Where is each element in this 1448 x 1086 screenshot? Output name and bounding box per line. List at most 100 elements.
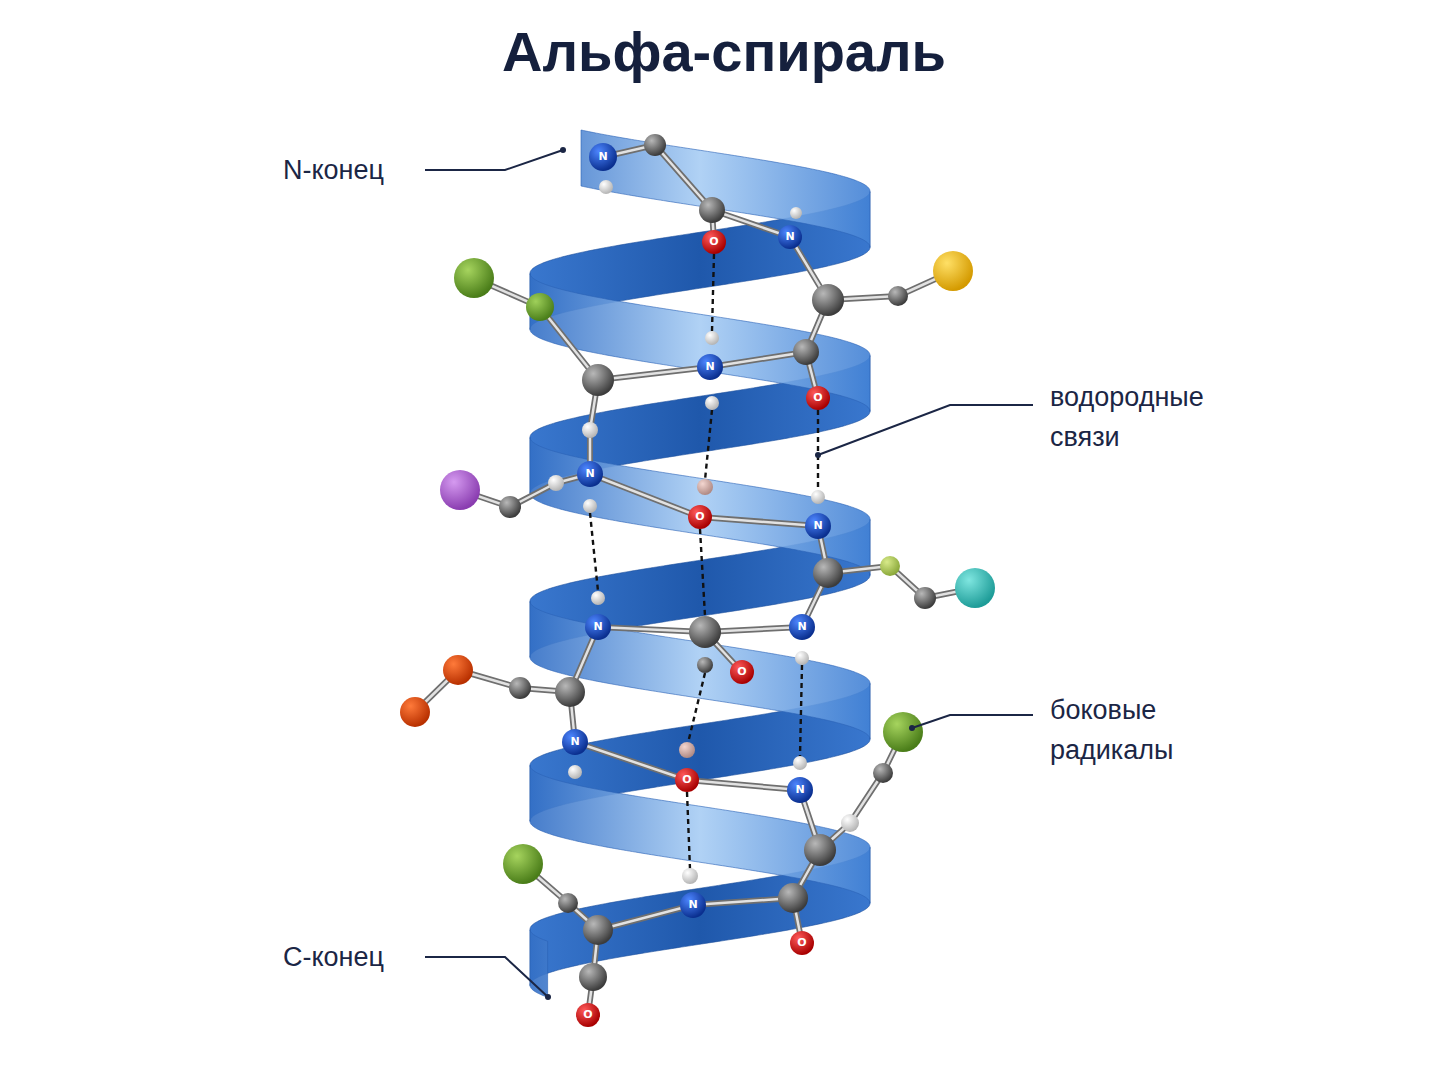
bond-highlight <box>687 780 800 790</box>
leader-dot <box>560 147 566 153</box>
atom-symbol: O <box>704 234 724 250</box>
atom-symbol: O <box>578 1007 598 1023</box>
callout-label: боковые радикалы <box>1050 690 1255 770</box>
atom <box>583 915 613 945</box>
bond <box>693 898 793 905</box>
atom <box>778 883 808 913</box>
atom-symbol: N <box>683 897 703 913</box>
atom <box>400 697 430 727</box>
atom <box>576 1003 600 1027</box>
leader-line <box>425 150 563 170</box>
atom <box>933 251 973 291</box>
bonds <box>415 145 975 1015</box>
atom <box>790 931 814 955</box>
atom <box>689 616 721 648</box>
atom <box>589 143 617 171</box>
atom <box>697 479 713 495</box>
atom <box>440 470 480 510</box>
leader-line <box>818 405 1033 455</box>
atom <box>583 499 597 513</box>
bond-highlight <box>598 627 705 632</box>
hydrogen-bond <box>705 410 712 480</box>
atom <box>443 655 473 685</box>
helix-ribbon <box>530 130 870 997</box>
atom <box>883 712 923 752</box>
atom <box>679 742 695 758</box>
bond-highlight <box>693 898 793 905</box>
diagram-title: Альфа-спираль <box>0 14 1448 90</box>
callout-label: N-конец <box>283 150 384 190</box>
callout-label: водородные связи <box>1050 377 1255 457</box>
atom <box>841 814 859 832</box>
atom-symbol: N <box>588 619 608 635</box>
atom <box>526 293 554 321</box>
atom-symbol: O <box>690 509 710 525</box>
atom <box>499 496 521 518</box>
bond <box>598 367 710 380</box>
atom <box>888 286 908 306</box>
atom <box>702 230 726 254</box>
atom-symbol: O <box>792 935 812 951</box>
atom-symbol: O <box>677 772 697 788</box>
hydrogen-bond <box>712 254 714 331</box>
leader-dot <box>545 994 551 1000</box>
leader-dot <box>815 452 821 458</box>
ribbon-front <box>530 765 870 903</box>
bond-highlight <box>710 352 806 367</box>
bond-highlight <box>590 474 700 517</box>
atom <box>697 354 723 380</box>
bond-highlight <box>700 517 818 526</box>
atom <box>955 568 995 608</box>
atom-symbol: O <box>808 390 828 406</box>
atom <box>697 657 713 673</box>
atom <box>579 963 607 991</box>
atom <box>558 893 578 913</box>
atom <box>503 844 543 884</box>
atom <box>793 339 819 365</box>
atom <box>454 258 494 298</box>
atom <box>793 756 807 770</box>
atom <box>548 475 564 491</box>
hydrogen-bond <box>590 513 598 591</box>
hydrogen-bond <box>700 529 705 616</box>
atom <box>880 556 900 576</box>
leader-line <box>912 715 1033 728</box>
atom <box>582 364 614 396</box>
atom <box>778 225 802 249</box>
bond-highlight <box>598 367 710 380</box>
atom <box>644 134 666 156</box>
atom <box>813 558 843 588</box>
atom <box>787 777 813 803</box>
bond <box>598 627 705 632</box>
atom <box>675 768 699 792</box>
atom-symbol: N <box>580 466 600 482</box>
atom <box>599 180 613 194</box>
atom <box>806 386 830 410</box>
atom-symbol: N <box>792 619 812 635</box>
atom <box>795 651 809 665</box>
atom-symbol: N <box>565 734 585 750</box>
leader-line <box>425 957 548 997</box>
atom <box>811 490 825 504</box>
hydrogen-bond <box>800 665 802 756</box>
leader-lines <box>425 147 1033 1000</box>
atom <box>577 461 603 487</box>
atom <box>705 396 719 410</box>
bond <box>575 742 687 780</box>
atom <box>804 834 836 866</box>
leader-dot <box>909 725 915 731</box>
atom <box>682 868 698 884</box>
atom <box>789 614 815 640</box>
atom <box>509 677 531 699</box>
atom <box>568 765 582 779</box>
atom <box>805 513 831 539</box>
ribbon-front <box>581 130 870 248</box>
atom-symbol: N <box>790 782 810 798</box>
atom <box>914 587 936 609</box>
atom <box>585 614 611 640</box>
callout-label: C-конец <box>283 937 384 977</box>
atom <box>705 331 719 345</box>
